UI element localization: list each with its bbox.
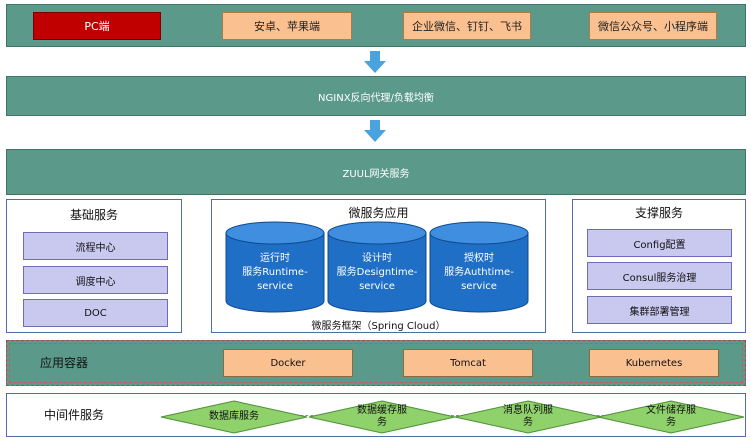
middleware-database[interactable]: 数据库服务: [160, 400, 308, 434]
middleware-cache-line1: 数据缓存服: [357, 405, 407, 416]
cylinder-designtime-line2: 服务Designtime-: [336, 267, 418, 278]
support-service-item[interactable]: 集群部署管理: [587, 296, 732, 324]
middleware-mq-line2: 务: [523, 417, 533, 428]
container-tomcat[interactable]: Tomcat: [403, 349, 533, 377]
support-service-item[interactable]: Consul服务治理: [587, 262, 732, 290]
diamond-cache-shape: [308, 400, 456, 434]
middleware-mq-line1: 消息队列服: [503, 405, 553, 416]
basic-services-title: 基础服务: [69, 208, 118, 222]
nginx-band: NGINX反向代理/负载均衡: [6, 76, 746, 116]
support-service-item[interactable]: Config配置: [587, 229, 732, 257]
support-services-title: 支撑服务: [634, 206, 683, 220]
client-pc[interactable]: PC端: [33, 12, 161, 40]
app-container-dashed-frame: [9, 343, 743, 383]
arrow-down-icon: [364, 51, 386, 73]
cylinder-runtime-line1: 运行时: [260, 253, 290, 264]
middleware-title: 中间件服务: [44, 408, 105, 422]
basic-service-item[interactable]: 流程中心: [23, 232, 168, 260]
middleware-file-line2: 务: [666, 417, 676, 428]
cylinder-runtime-line3: service: [257, 281, 293, 292]
diamond-mq-shape: [454, 400, 602, 434]
middleware-file-line1: 文件储存服: [646, 405, 696, 416]
cylinder-runtime-line2: 服务Runtime-: [242, 267, 308, 278]
basic-service-item[interactable]: DOC: [23, 299, 168, 327]
cylinder-designtime-shape: [327, 221, 427, 313]
cylinder-runtime[interactable]: 运行时 服务Runtime- service: [225, 245, 325, 301]
client-wechat[interactable]: 微信公众号、小程序端: [589, 12, 717, 40]
middleware-cache[interactable]: 数据缓存服 务: [308, 400, 456, 434]
arrow-down-icon: [364, 120, 386, 142]
middleware-cache-line2: 务: [377, 417, 387, 428]
diamond-file-shape: [597, 400, 745, 434]
middleware-file-storage[interactable]: 文件储存服 务: [597, 400, 745, 434]
basic-service-item[interactable]: 调度中心: [23, 266, 168, 294]
framework-caption: 微服务框架（Spring Cloud）: [311, 321, 446, 332]
cylinder-authtime[interactable]: 授权时 服务Authtime- service: [429, 245, 529, 301]
diamond-database-shape: [160, 400, 308, 434]
cylinder-designtime[interactable]: 设计时 服务Designtime- service: [327, 245, 427, 301]
app-container-title: 应用容器: [40, 356, 89, 370]
container-docker[interactable]: Docker: [223, 349, 353, 377]
cylinder-runtime-shape: [225, 221, 325, 313]
cylinder-authtime-line2: 服务Authtime-: [444, 267, 514, 278]
zuul-band: ZUUL网关服务: [6, 149, 746, 195]
client-enterprise-im[interactable]: 企业微信、钉钉、飞书: [403, 12, 531, 40]
microservices-title: 微服务应用: [348, 206, 409, 220]
middleware-mq[interactable]: 消息队列服 务: [454, 400, 602, 434]
client-mobile[interactable]: 安卓、苹果端: [222, 12, 352, 40]
cylinder-authtime-shape: [429, 221, 529, 313]
cylinder-authtime-line1: 授权时: [464, 253, 494, 264]
cylinder-designtime-line3: service: [359, 281, 395, 292]
cylinder-designtime-line1: 设计时: [362, 253, 392, 264]
container-kubernetes[interactable]: Kubernetes: [589, 349, 719, 377]
cylinder-authtime-line3: service: [461, 281, 497, 292]
middleware-database-line1: 数据库服务: [209, 411, 259, 422]
